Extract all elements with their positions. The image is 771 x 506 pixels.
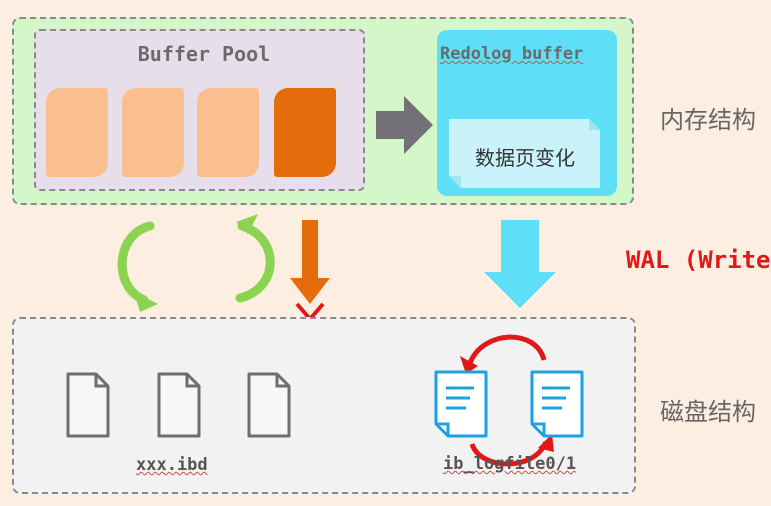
logfile-icon-1 [434,370,488,438]
ibd-file-icon-2 [157,372,201,438]
ibd-file-label: xxx.ibd [136,455,208,475]
gray-arrow-icon [376,96,433,154]
buffer-pool-title: Buffer Pool [137,42,271,66]
buffer-page-3 [197,88,259,177]
buffer-page-1 [46,88,108,177]
logfile-label: ib_logfile0/1 [443,454,577,474]
green-cycle-arrows-icon [117,214,275,312]
ibd-file-icon-1 [66,372,110,438]
logfile-cycle-icon [434,334,584,467]
ibd-file-icon-3 [247,372,291,438]
disk-structure-label: 磁盘结构 [660,398,756,426]
page-change-label: 数据页变化 [475,146,575,170]
logfile-icon-2 [530,370,584,438]
wal-title: WAL (Write-Ahead Logging) [626,246,771,274]
memory-structure-label: 内存结构 [660,106,756,134]
page-change-card [449,119,600,188]
redolog-buffer-title: Redolog buffer [440,44,584,64]
buffer-page-2 [122,88,184,177]
dirty-buffer-page [274,88,336,177]
blue-write-arrow-icon [484,220,556,308]
